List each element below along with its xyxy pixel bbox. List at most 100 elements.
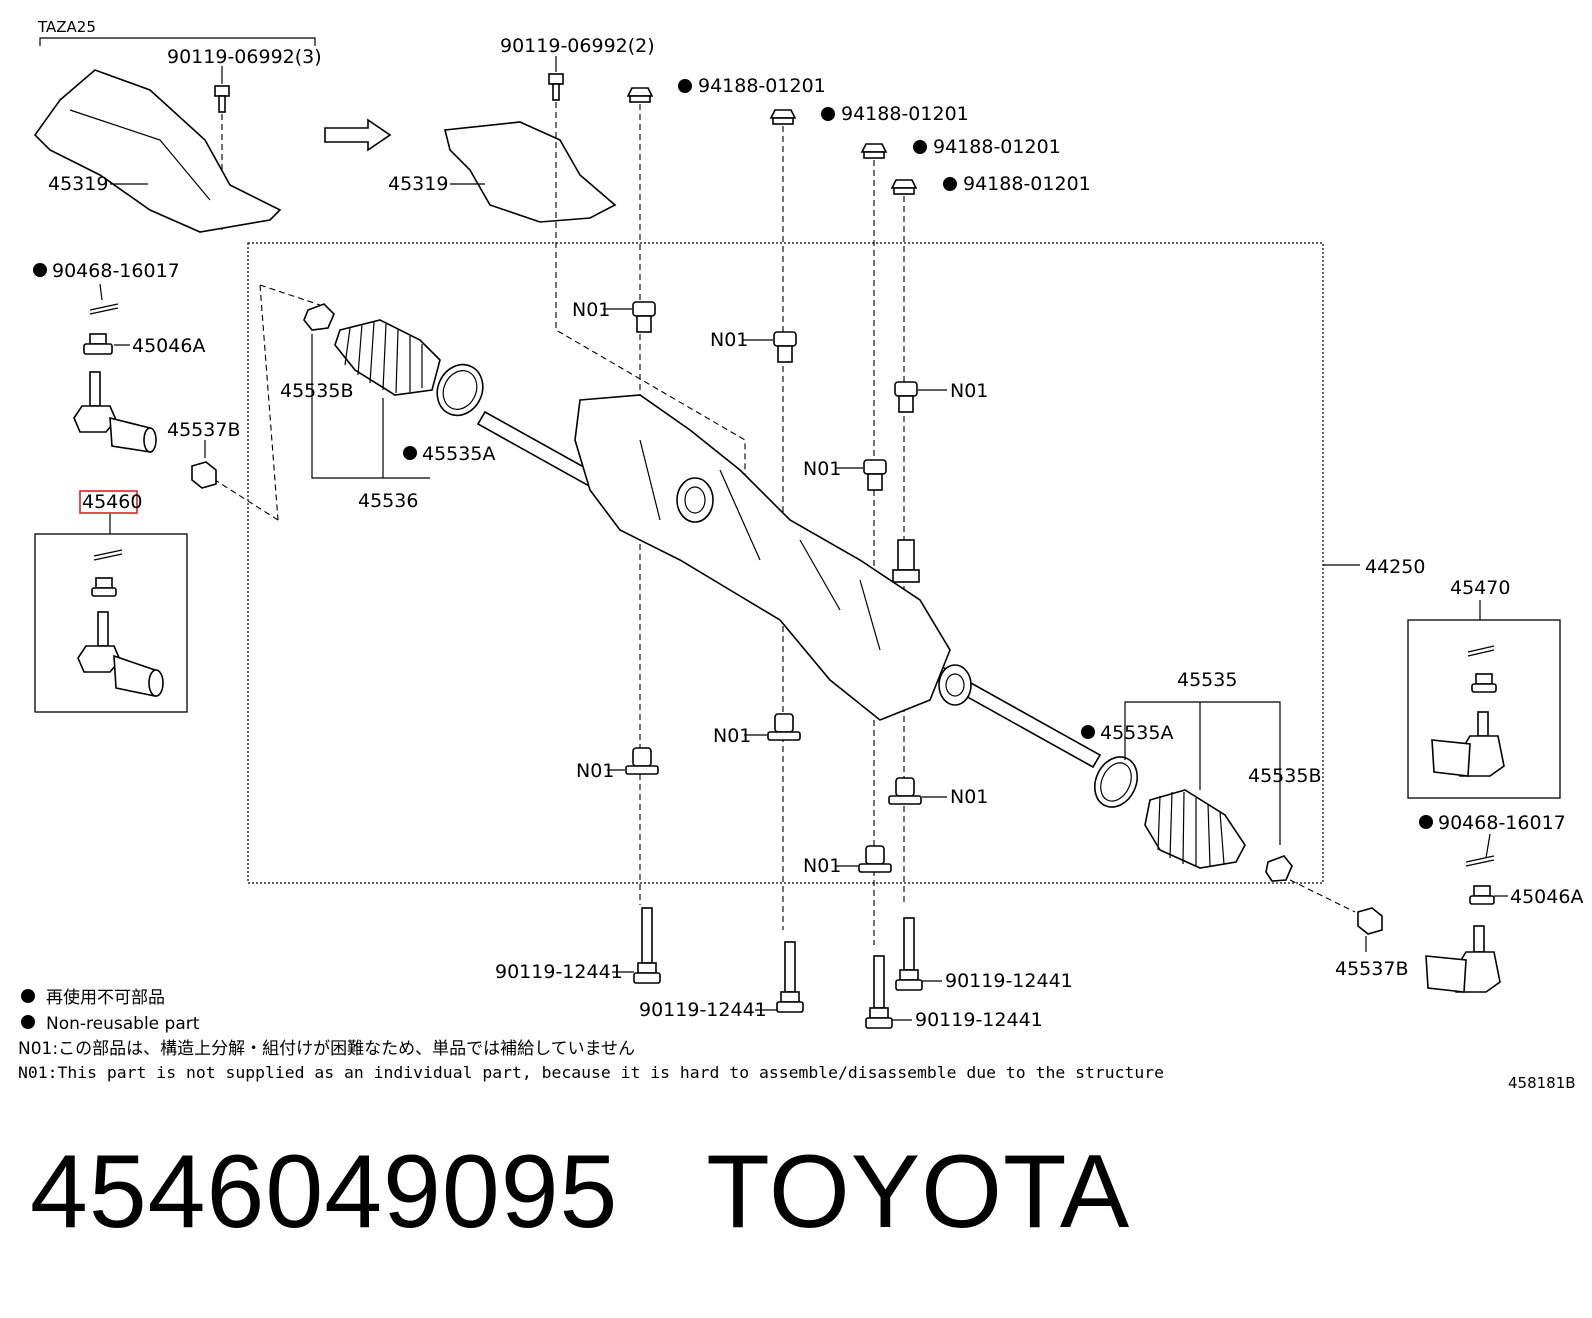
label-nut-4: 94188-01201 (963, 173, 1091, 195)
steering-boot-left (334, 319, 441, 396)
label-n01-8: N01 (803, 855, 841, 877)
bushing-n01-6 (625, 747, 659, 775)
boot-clamp-left-a (436, 363, 484, 417)
bushing-n01-5 (767, 713, 801, 741)
diagram-code: 458181B (1508, 1074, 1576, 1092)
label-castle-nut-left: 45046A (132, 335, 205, 357)
non-reusable-dot-icon (913, 140, 927, 154)
parts-diagram: TAZA25 90119-06992(3) 45319 90119-06992(… (18, 18, 1583, 1092)
bushing-n01-4 (863, 459, 887, 491)
bushing-n01-1 (632, 301, 656, 333)
part-number-title: 4546049095 TOYOTA (30, 1134, 1131, 1250)
mounting-bolt-3 (895, 917, 923, 991)
label-bolt-b2: 90119-12441 (639, 999, 767, 1021)
cotter-pin-icon (89, 283, 119, 315)
non-reusable-dot-icon (403, 446, 417, 460)
bushing-n01-2 (773, 331, 797, 363)
non-reusable-dot-icon (821, 107, 835, 121)
boot-clamp-right (1265, 855, 1293, 882)
label-n01-3: N01 (950, 380, 988, 402)
label-rack-end-nut-left: 45537B (167, 419, 240, 441)
flange-nut-1 (626, 87, 654, 103)
label-tie-rod-end-left[interactable]: 45460 (82, 491, 142, 513)
tie-rod-end-left-loose (73, 371, 157, 453)
bushing-n01-3 (894, 381, 918, 413)
label-castle-nut-right: 45046A (1510, 886, 1583, 908)
non-reusable-dot-icon (678, 79, 692, 93)
label-n01-4: N01 (803, 458, 841, 480)
label-n01-6: N01 (576, 760, 614, 782)
legend-jp-nonreusable: 再使用不可部品 (46, 987, 165, 1008)
label-bolt-b4: 90119-12441 (915, 1009, 1043, 1031)
label-pin-right: 90468-16017 (1438, 812, 1566, 834)
legend-en-nonreusable: Non-reusable part (46, 1014, 200, 1034)
label-n01-2: N01 (710, 329, 748, 351)
non-reusable-dot-icon (1419, 815, 1433, 829)
group-label: TAZA25 (37, 18, 96, 36)
bushing-n01-7 (888, 777, 922, 805)
label-boot-clamp-right: 45535B (1248, 765, 1321, 787)
label-boot-right: 45535 (1177, 669, 1237, 691)
label-boot-clamp-left: 45535B (280, 380, 353, 402)
label-boot-left: 45536 (358, 490, 418, 512)
boot-clamp-right-a (1094, 756, 1138, 808)
castle-nut-left (83, 333, 113, 355)
flange-nut-3 (860, 143, 888, 159)
label-tie-rod-end-right: 45470 (1450, 577, 1510, 599)
non-reusable-dot-icon (1081, 725, 1095, 739)
tie-rod-end-right (1431, 711, 1505, 777)
non-reusable-dot-icon (21, 989, 35, 1003)
bolt-icon (214, 85, 230, 113)
group-bracket (39, 37, 316, 46)
cotter-pin-icon (1465, 833, 1495, 867)
label-clamp-left-a: 45535A (422, 443, 495, 465)
flange-nut-2 (769, 109, 797, 125)
label-nut-2: 94188-01201 (841, 103, 969, 125)
mounting-bolt-1 (633, 907, 661, 984)
mounting-bolt-4 (865, 955, 893, 1029)
tie-rod-end-right-loose (1425, 925, 1501, 993)
part-highlight-box (79, 490, 138, 514)
gear-assembly-frame (247, 242, 1324, 884)
rack-end-nut-left (191, 461, 217, 489)
label-rack-end-nut-right: 45537B (1335, 958, 1408, 980)
bushing-n01-8 (858, 845, 892, 873)
legend-jp-n01: N01:この部品は、構造上分解・組付けが困難なため、単品では補給していません (18, 1039, 635, 1059)
legend-en-n01: N01:This part is not supplied as an indi… (18, 1063, 1164, 1082)
cotter-pin-icon (1467, 645, 1495, 657)
boot-clamp-left (303, 303, 335, 331)
non-reusable-dot-icon (21, 1015, 35, 1029)
castle-nut-icon (91, 577, 117, 597)
tie-rod-end-right-box (1407, 619, 1561, 799)
non-reusable-dot-icon (33, 263, 47, 277)
steering-rack-shaft (476, 394, 1102, 769)
label-clamp-right-a: 45535A (1100, 722, 1173, 744)
label-nut-3: 94188-01201 (933, 136, 1061, 158)
castle-nut-right (1469, 885, 1495, 905)
bolt-icon (548, 73, 564, 101)
flange-nut-4 (890, 179, 918, 195)
label-nut-1: 94188-01201 (698, 75, 826, 97)
label-bolt-b1: 90119-12441 (495, 961, 623, 983)
label-gear-assy: 44250 (1365, 556, 1425, 578)
label-cover-right: 45319 (388, 173, 448, 195)
engine-under-cover-right (444, 121, 617, 223)
label-n01-7: N01 (950, 786, 988, 808)
cotter-pin-icon (93, 549, 123, 561)
label-pin-left: 90468-16017 (52, 260, 180, 282)
mounting-bolt-2 (776, 941, 804, 1013)
label-cover-left: 45319 (48, 173, 108, 195)
castle-nut-icon (1471, 673, 1497, 693)
label-bolt-3: 90119-06992(3) (167, 46, 322, 68)
label-bolt-b3: 90119-12441 (945, 970, 1073, 992)
tie-rod-end-left (77, 611, 164, 697)
steering-boot-right (1144, 789, 1246, 869)
label-n01-1: N01 (572, 299, 610, 321)
rack-end-nut-right (1357, 907, 1383, 935)
non-reusable-dot-icon (943, 177, 957, 191)
tie-rod-end-left-box (34, 533, 188, 713)
label-n01-5: N01 (713, 725, 751, 747)
arrow-right-icon (324, 118, 392, 152)
engine-under-cover-left (33, 69, 282, 233)
label-bolt-2: 90119-06992(2) (500, 35, 655, 57)
